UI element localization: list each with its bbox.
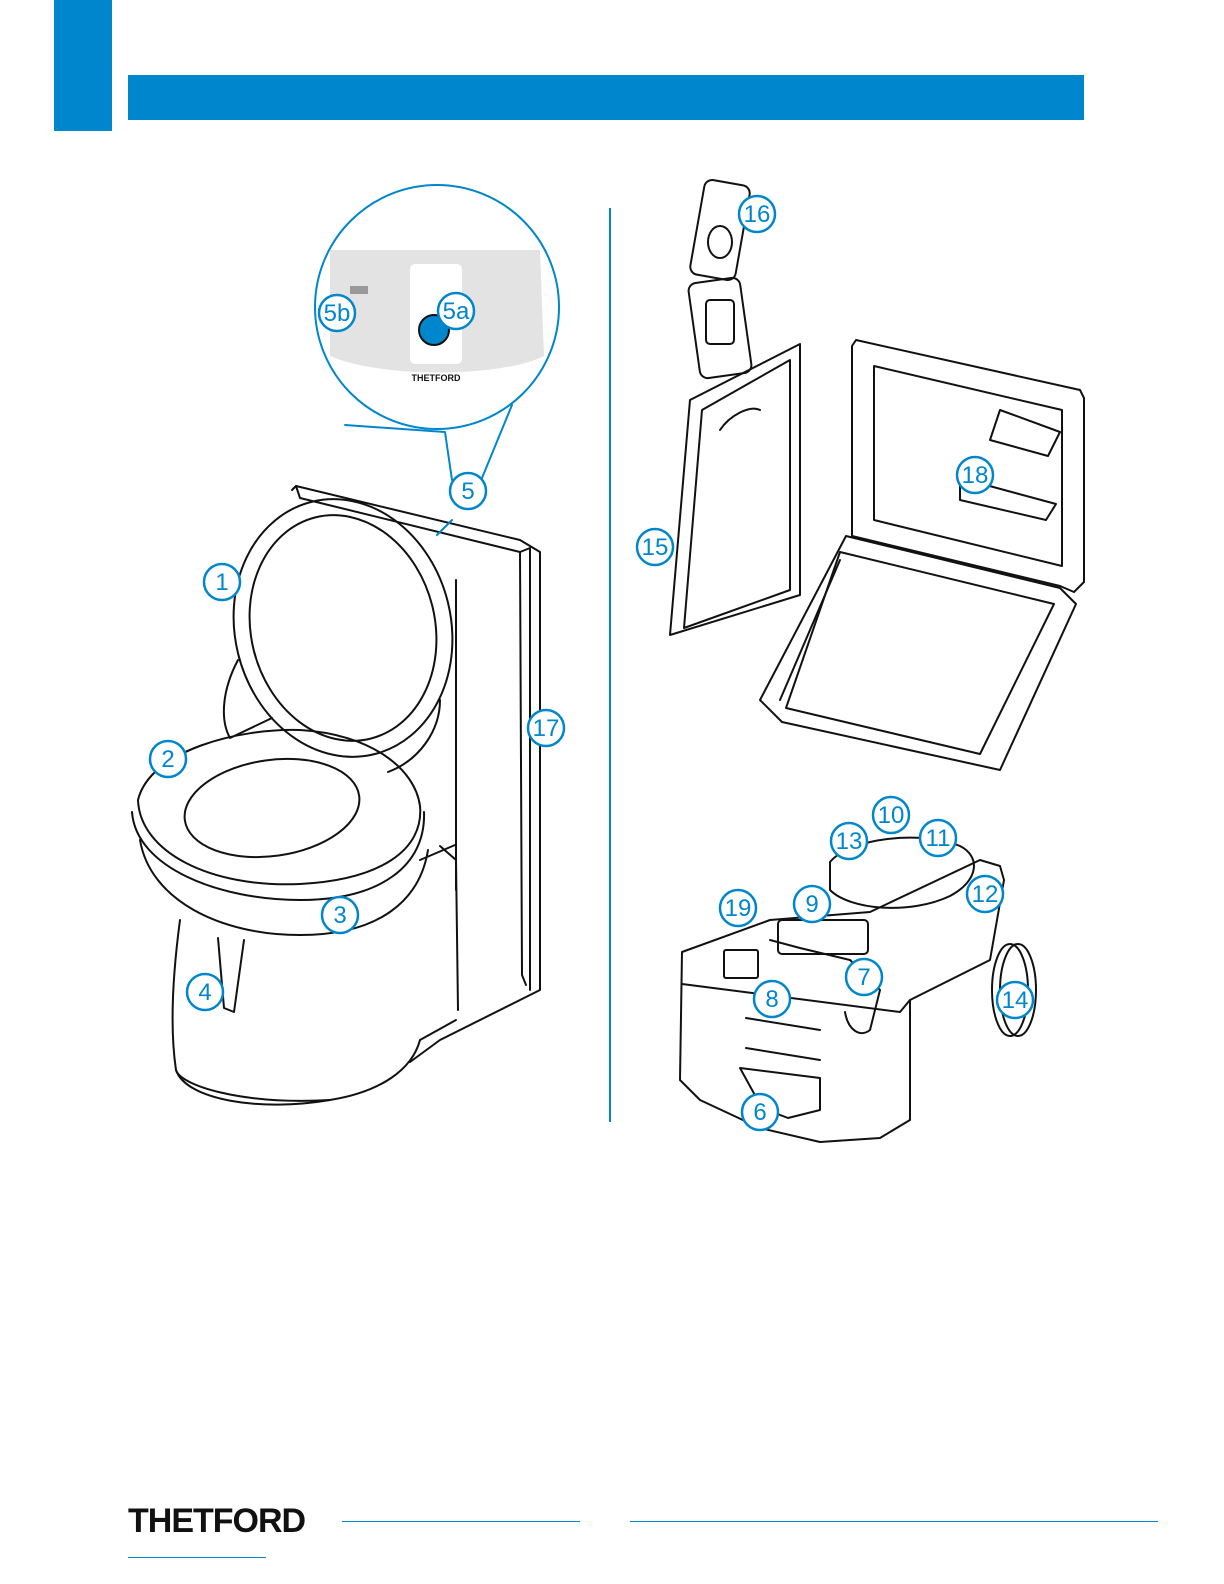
- callout-5: 5: [461, 478, 474, 505]
- callout-7: 7: [857, 964, 870, 991]
- service-door-illustration: [760, 340, 1084, 770]
- callout-18: 18: [962, 462, 989, 489]
- footer-line-right: [630, 1521, 1158, 1522]
- callout-19: 19: [725, 895, 752, 922]
- callout-6: 6: [753, 1099, 766, 1126]
- callout-13: 13: [836, 828, 863, 855]
- callout-12: 12: [972, 881, 999, 908]
- toilet-illustration: [132, 476, 540, 1105]
- callout-11: 11: [926, 825, 951, 852]
- footer-line-left: [342, 1521, 580, 1522]
- callout-17: 17: [533, 715, 560, 742]
- callout-14: 14: [1002, 987, 1029, 1014]
- callout-3: 3: [333, 902, 346, 929]
- panel-logo: THETFORD: [412, 373, 461, 383]
- callout-10: 10: [878, 802, 905, 829]
- control-panel-detail: [315, 185, 559, 535]
- callout-9: 9: [805, 891, 818, 918]
- callout-8: 8: [765, 986, 778, 1013]
- callout-15: 15: [642, 534, 669, 561]
- brand-logo-text: THETFORD: [128, 1502, 305, 1540]
- callout-2: 2: [161, 746, 174, 773]
- callout-4: 4: [198, 979, 211, 1006]
- callout-5a: 5a: [443, 298, 470, 325]
- callout-5b: 5b: [324, 300, 351, 327]
- brand-logo: THETFORD: [128, 1502, 305, 1541]
- door-frame-illustration: [670, 344, 800, 635]
- callout-16: 16: [744, 201, 771, 228]
- callout-1: 1: [215, 569, 228, 596]
- callouts: 1 2 3 4 5 5a 5b 16 15 18 17 10 13 11 12 …: [150, 196, 1033, 1130]
- footer-line-bottom: [128, 1557, 266, 1558]
